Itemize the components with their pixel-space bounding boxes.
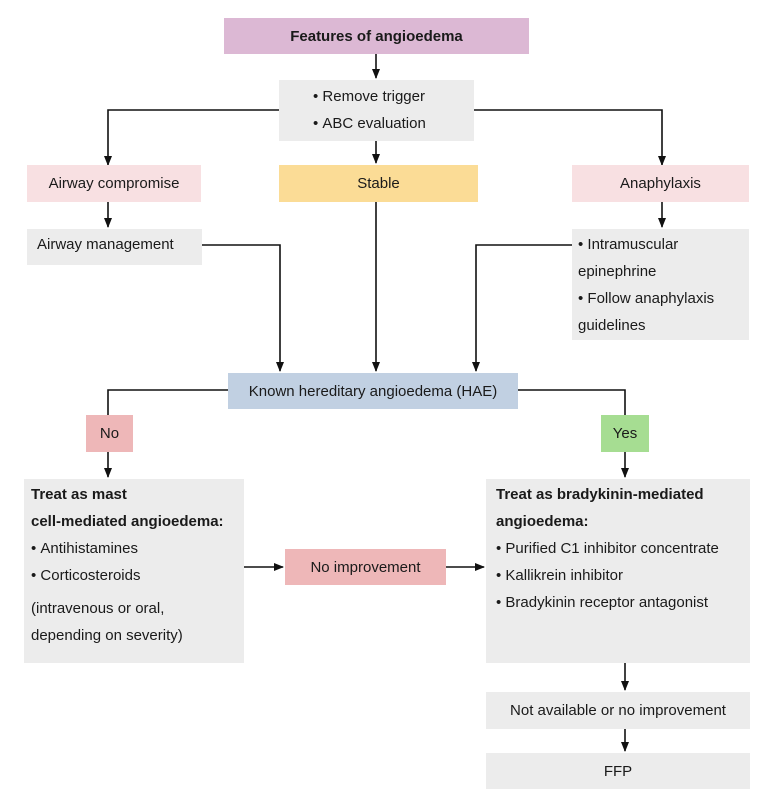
- anaphylaxis-actions-list: Intramuscular epinephrine Follow anaphyl…: [578, 231, 745, 339]
- no-improvement-box: No improvement: [285, 549, 446, 585]
- no-label-text: No: [99, 425, 120, 442]
- title-text: Features of angioedema: [290, 27, 463, 45]
- not-available-text: Not available or no improvement: [510, 702, 726, 719]
- mast-cell-items: Antihistamines Corticosteroids: [31, 535, 240, 589]
- airway-management-box: Airway management: [27, 229, 202, 265]
- ffp-text: FFP: [603, 762, 633, 780]
- bradykinin-item-receptor-antagonist: Bradykinin receptor antagonist: [496, 589, 746, 616]
- no-improvement-text: No improvement: [310, 558, 421, 576]
- bradykinin-items: Purified C1 inhibitor concentrate Kallik…: [496, 535, 746, 616]
- no-label-box: No: [86, 415, 133, 452]
- hae-decision-text: Known hereditary angioedema (HAE): [248, 382, 498, 400]
- stable-box: Stable: [279, 165, 478, 202]
- ffp-box: FFP: [486, 753, 750, 789]
- yes-label-text: Yes: [612, 425, 638, 442]
- mast-cell-heading-line2: cell-mediated angioedema:: [31, 513, 224, 530]
- anaphylaxis-actions-box: Intramuscular epinephrine Follow anaphyl…: [572, 229, 749, 340]
- mast-cell-note-line1: (intravenous or oral,: [31, 600, 165, 617]
- arrow-steps-to-airway: [104, 109, 279, 166]
- bradykinin-item-c1-inhibitor: Purified C1 inhibitor concentrate: [496, 535, 746, 562]
- line-hae-to-yes: [518, 389, 626, 415]
- initial-steps-box: Remove trigger ABC evaluation: [279, 80, 474, 141]
- mast-cell-note-line2: depending on severity): [31, 627, 183, 644]
- action-follow-guidelines: Follow anaphylaxis guidelines: [578, 285, 745, 339]
- airway-compromise-box: Airway compromise: [27, 165, 201, 202]
- initial-steps-list: Remove trigger ABC evaluation: [313, 83, 474, 137]
- mast-cell-item-antihistamines: Antihistamines: [31, 535, 240, 562]
- bradykinin-heading-line1: Treat as bradykinin-mediated: [496, 486, 704, 503]
- step-abc-evaluation: ABC evaluation: [313, 110, 474, 137]
- mast-cell-item-corticosteroids: Corticosteroids: [31, 562, 240, 589]
- bradykinin-heading-line2: angioedema:: [496, 513, 589, 530]
- mast-cell-treatment-box: Treat as mast cell-mediated angioedema: …: [24, 479, 244, 663]
- arrow-steps-to-anaphylaxis: [474, 109, 666, 166]
- not-available-box: Not available or no improvement: [486, 692, 750, 729]
- anaphylaxis-text: Anaphylaxis: [620, 175, 701, 192]
- bradykinin-treatment-box: Treat as bradykinin-mediated angioedema:…: [486, 479, 750, 663]
- stable-text: Stable: [357, 175, 400, 192]
- arrow-epinephrine-to-hae: [472, 244, 572, 372]
- title-box: Features of angioedema: [224, 18, 529, 54]
- step-remove-trigger: Remove trigger: [313, 83, 474, 110]
- airway-management-text: Airway management: [37, 236, 174, 253]
- yes-label-box: Yes: [601, 415, 649, 452]
- arrow-management-to-hae: [202, 244, 284, 372]
- airway-compromise-text: Airway compromise: [48, 175, 180, 192]
- action-intramuscular-epinephrine: Intramuscular epinephrine: [578, 231, 745, 285]
- anaphylaxis-box: Anaphylaxis: [572, 165, 749, 202]
- mast-cell-heading-line1: Treat as mast: [31, 486, 127, 503]
- hae-decision-box: Known hereditary angioedema (HAE): [228, 373, 518, 409]
- line-hae-to-no: [107, 389, 228, 415]
- bradykinin-item-kallikrein-inhibitor: Kallikrein inhibitor: [496, 562, 746, 589]
